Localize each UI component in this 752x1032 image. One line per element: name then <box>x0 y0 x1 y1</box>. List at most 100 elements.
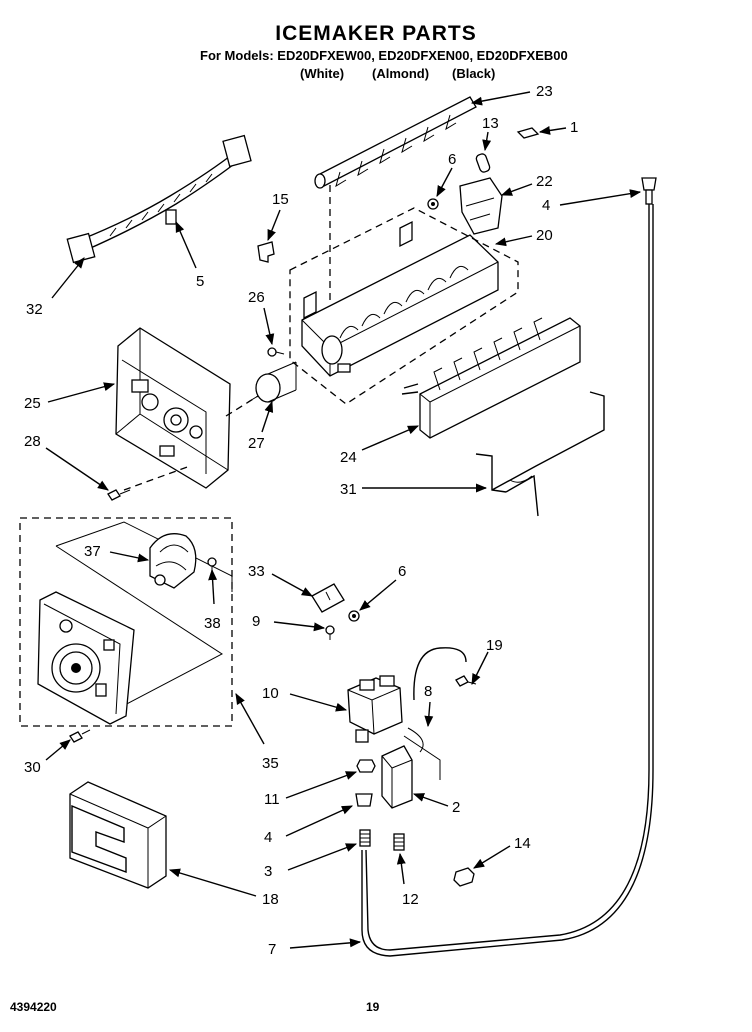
callout-18: 18 <box>262 891 279 908</box>
part-6-screw-bottom <box>348 610 360 622</box>
leader-7 <box>289 938 362 949</box>
part-3-insert <box>359 829 371 847</box>
leader-6b <box>359 579 397 611</box>
callout-6a: 6 <box>448 151 456 168</box>
leader-9 <box>273 621 326 632</box>
leader-30 <box>45 739 71 761</box>
callout-35: 35 <box>262 755 279 772</box>
box-diagonal-bottom <box>55 545 223 719</box>
part-35-control-plate <box>37 591 135 725</box>
callout-7: 7 <box>268 941 276 958</box>
part-30-screw <box>69 729 91 743</box>
callout-15: 15 <box>272 191 289 208</box>
leader-37 <box>109 551 150 563</box>
leader-8 <box>424 701 434 728</box>
variant-black: (Black) <box>452 66 496 81</box>
part-8-wire <box>403 727 441 780</box>
callout-11: 11 <box>264 791 280 808</box>
part-13-sleeve <box>475 153 491 173</box>
part-9-screw <box>325 625 335 640</box>
part-18-cover <box>69 781 167 889</box>
part-6-screw-top <box>427 198 439 210</box>
callout-24: 24 <box>340 449 357 466</box>
leader-14 <box>473 845 511 869</box>
part-27-thermostat <box>247 361 297 403</box>
leader-35 <box>235 693 265 745</box>
leader-19 <box>471 651 489 686</box>
callout-2: 2 <box>452 799 460 816</box>
leader-3 <box>287 843 358 871</box>
callout-27: 27 <box>248 435 265 452</box>
part-37-motor <box>149 533 197 589</box>
callout-6b: 6 <box>398 563 406 580</box>
leader-5 <box>175 220 197 269</box>
leader-10 <box>289 693 348 712</box>
leader-26 <box>263 307 275 346</box>
part-15-clip <box>257 241 275 263</box>
variant-white: (White) <box>300 66 345 81</box>
callout-30: 30 <box>24 759 41 776</box>
variant-almond: (Almond) <box>372 66 430 81</box>
part-2-bracket <box>381 745 413 809</box>
callout-33: 33 <box>248 563 265 580</box>
leader-15 <box>267 209 281 242</box>
part-14-nut <box>453 867 475 887</box>
callout-19: 19 <box>486 637 503 654</box>
page-number: 19 <box>366 1000 380 1014</box>
leader-18 <box>168 868 257 897</box>
callout-3: 3 <box>264 863 272 880</box>
box-diagonal-top <box>55 521 233 592</box>
assembly-35-box <box>19 517 233 727</box>
leader-4b <box>285 805 354 837</box>
part-10-water-valve <box>347 675 403 743</box>
thermostat-alignment <box>225 395 259 417</box>
document-number: 4394220 <box>10 1000 57 1014</box>
leader-28 <box>45 447 109 491</box>
part-28-screw <box>107 489 131 501</box>
callout-25: 25 <box>24 395 41 412</box>
leader-2 <box>412 793 449 807</box>
callout-9: 9 <box>252 613 260 630</box>
leader-1 <box>538 126 567 135</box>
models-line: For Models: ED20DFXEW00, ED20DFXEN00, ED… <box>200 48 568 63</box>
callout-37: 37 <box>84 543 101 560</box>
callout-20: 20 <box>536 227 553 244</box>
callout-4b: 4 <box>264 829 272 846</box>
leader-22 <box>500 183 533 196</box>
callout-14: 14 <box>514 835 531 852</box>
leader-23 <box>470 91 531 106</box>
part-26-screw <box>267 347 285 357</box>
mold-assembly-outline <box>289 207 519 405</box>
callout-10: 10 <box>262 685 279 702</box>
water-tube <box>365 204 650 951</box>
callout-12: 12 <box>402 891 419 908</box>
part-32-wire-harness <box>66 134 252 264</box>
leader-38 <box>208 568 218 605</box>
callout-8: 8 <box>424 683 432 700</box>
part-20-mold <box>301 220 499 377</box>
callout-28: 28 <box>24 433 41 450</box>
callout-38: 38 <box>204 615 221 632</box>
leader-33 <box>271 573 313 597</box>
leader-6a <box>436 167 453 197</box>
part-4-tube-fitting <box>355 793 373 807</box>
callout-26: 26 <box>248 289 265 306</box>
leader-25 <box>47 382 116 403</box>
leader-4a <box>559 189 642 206</box>
valve-wire <box>413 647 467 701</box>
leader-11 <box>285 771 358 799</box>
part-1-clip <box>516 127 540 139</box>
leader-24 <box>361 425 420 451</box>
part-24-cover <box>401 317 581 439</box>
callout-32: 32 <box>26 301 43 318</box>
callout-4a: 4 <box>542 197 550 214</box>
leader-13 <box>482 131 492 152</box>
leader-12 <box>396 852 406 885</box>
part-25-control-housing <box>115 327 231 489</box>
leader-20 <box>494 235 533 247</box>
callout-1: 1 <box>570 119 578 136</box>
leader-32 <box>51 257 85 299</box>
callout-23: 23 <box>536 83 553 100</box>
callout-13: 13 <box>482 115 499 132</box>
